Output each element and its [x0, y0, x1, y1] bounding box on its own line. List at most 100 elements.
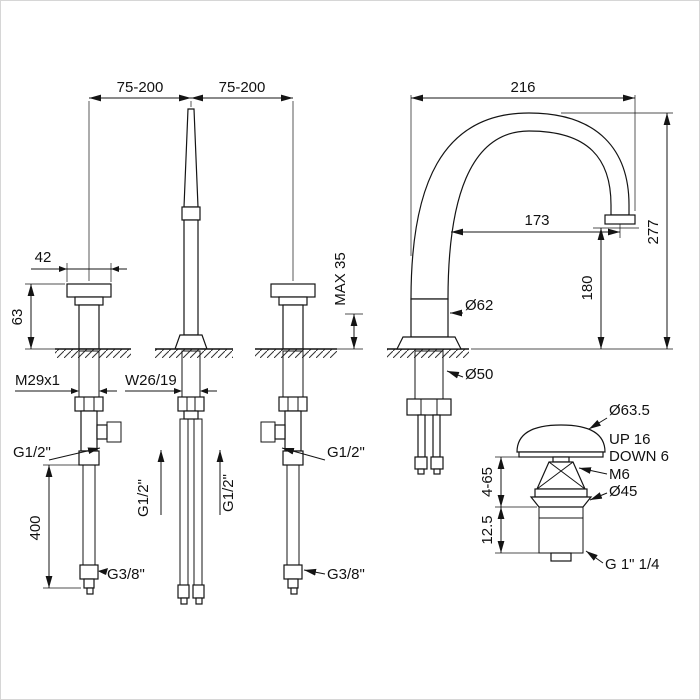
left-port-callout: G1/2"	[13, 444, 101, 461]
spout-front	[174, 108, 208, 350]
thread-handle-shank-label: M29x1	[15, 372, 60, 389]
dim-handle-height: 63	[9, 309, 26, 326]
lower-dimension: 12.5	[479, 507, 539, 554]
hose-end-nut	[283, 564, 303, 580]
valve-body	[80, 410, 98, 452]
spout-underdeck-side	[406, 350, 452, 475]
hose-end-nipple	[86, 587, 94, 595]
side-port-step	[274, 424, 286, 440]
drain-cap-rim	[518, 451, 604, 458]
dia-flange-label: Ø45	[609, 483, 637, 500]
max-deck-thickness-dimension: MAX 35	[332, 252, 363, 350]
spout-gooseneck-outline	[410, 112, 630, 300]
spout-base-flange-side	[396, 336, 462, 350]
flange-diameter-callout: Ø45	[589, 483, 637, 501]
hose-tip-left	[180, 597, 188, 605]
dim-spacing-left: 75-200	[117, 79, 164, 96]
dim-total-height: 277	[645, 219, 662, 244]
travel-up-label: UP 16	[609, 431, 650, 448]
hose-fitting-left	[177, 584, 190, 599]
dim-spacing-right: 75-200	[219, 79, 266, 96]
hose-end-right-label: G3/8"	[327, 566, 365, 583]
mounting-nut	[278, 396, 308, 412]
supply-tube-right	[432, 414, 441, 458]
handle-neck	[278, 296, 308, 306]
drain-thread-label: G 1" 1/4	[605, 556, 660, 573]
supply-hose-left	[179, 418, 189, 586]
drain-threaded-body	[538, 506, 584, 554]
handle-height-dimension: 63	[9, 283, 65, 350]
left-handle	[66, 283, 112, 350]
center-hose-left-callout: G1/2"	[135, 450, 165, 517]
outlet-height-dimension: 180	[579, 227, 639, 349]
mounting-deck-front	[55, 348, 337, 358]
hose-end-nut	[79, 564, 99, 580]
spout-width-dimension: 216	[410, 79, 636, 256]
right-valve-underdeck	[260, 350, 308, 595]
supply-hose-right	[193, 418, 203, 586]
handle-width-dimension: 42	[31, 249, 127, 282]
dim-handle-width: 42	[35, 249, 52, 266]
spout-reach-dimension: 173	[451, 212, 621, 238]
dia-body-label: Ø62	[465, 297, 493, 314]
thread-spout-shank-label: W26/19	[125, 372, 177, 389]
hose-end-right-callout: G3/8"	[303, 566, 365, 583]
right-handle	[270, 283, 316, 350]
dim-spout-width: 216	[510, 79, 535, 96]
collar	[183, 410, 199, 420]
clamp-range-dimension: 4-65	[479, 456, 545, 508]
valve-body	[284, 410, 302, 452]
mounting-deck-side	[387, 348, 469, 358]
handle-bar	[66, 283, 112, 298]
handle-bar	[270, 283, 316, 298]
supply-tube-left	[417, 414, 426, 458]
dim-outlet-height: 180	[579, 275, 596, 300]
hose-end-left-label: G3/8"	[107, 566, 145, 583]
handle-body	[78, 304, 100, 350]
spout-shank-thread-callout: W26/19	[125, 372, 217, 394]
screw-label: M6	[609, 466, 630, 483]
drain-mechanism-cone	[536, 461, 586, 490]
hose-fitting-right	[192, 584, 205, 599]
mounting-nut	[74, 396, 104, 412]
hose-end-tip	[287, 578, 299, 589]
hose-length-dimension: 400	[27, 464, 81, 589]
hose-nut	[78, 450, 100, 466]
side-port-step	[96, 424, 108, 440]
center-hose-right-callout: G1/2"	[216, 450, 237, 515]
drain-thread-callout: G 1" 1/4	[585, 550, 660, 573]
dia-base-label: Ø50	[465, 366, 493, 383]
base-diameter-callout: Ø50	[446, 366, 493, 383]
drain-stem	[552, 456, 570, 463]
side-port-thread	[106, 421, 122, 443]
handle-body	[282, 304, 304, 350]
body-diameter-callout: Ø62	[450, 297, 493, 317]
dim-max-thickness: MAX 35	[332, 252, 349, 305]
tube-tip-right	[433, 468, 441, 475]
tube-fitting-right	[430, 456, 444, 470]
hose-end-tip	[83, 578, 95, 589]
total-height-dimension: 277	[471, 112, 673, 350]
tube-tip-left	[417, 468, 425, 475]
side-view: 216 277 180 173 Ø62 Ø50	[387, 79, 673, 475]
hose-tip-right	[195, 597, 203, 605]
front-view: 75-200 75-200 42	[9, 79, 365, 605]
aerator-outlet	[604, 214, 636, 225]
spacing-dimension-lines: 75-200 75-200	[88, 79, 294, 281]
spout-body-side	[410, 298, 449, 338]
drain-tail	[550, 552, 572, 562]
spout-base-flange	[174, 334, 208, 350]
handle-neck	[74, 296, 104, 306]
dia-cap-label: Ø63.5	[609, 402, 650, 419]
dim-lower: 12.5	[479, 515, 496, 544]
hose-end-left-callout: G3/8"	[98, 566, 145, 583]
center-hose-left-label: G1/2"	[135, 479, 152, 517]
cap-diameter-callout: Ø63.5	[588, 402, 650, 430]
port-right-label: G1/2"	[327, 444, 365, 461]
dim-hose-length: 400	[27, 515, 44, 540]
spout-column-body	[183, 219, 199, 336]
drain-flange	[529, 496, 593, 508]
hose-end-nipple	[290, 587, 298, 595]
